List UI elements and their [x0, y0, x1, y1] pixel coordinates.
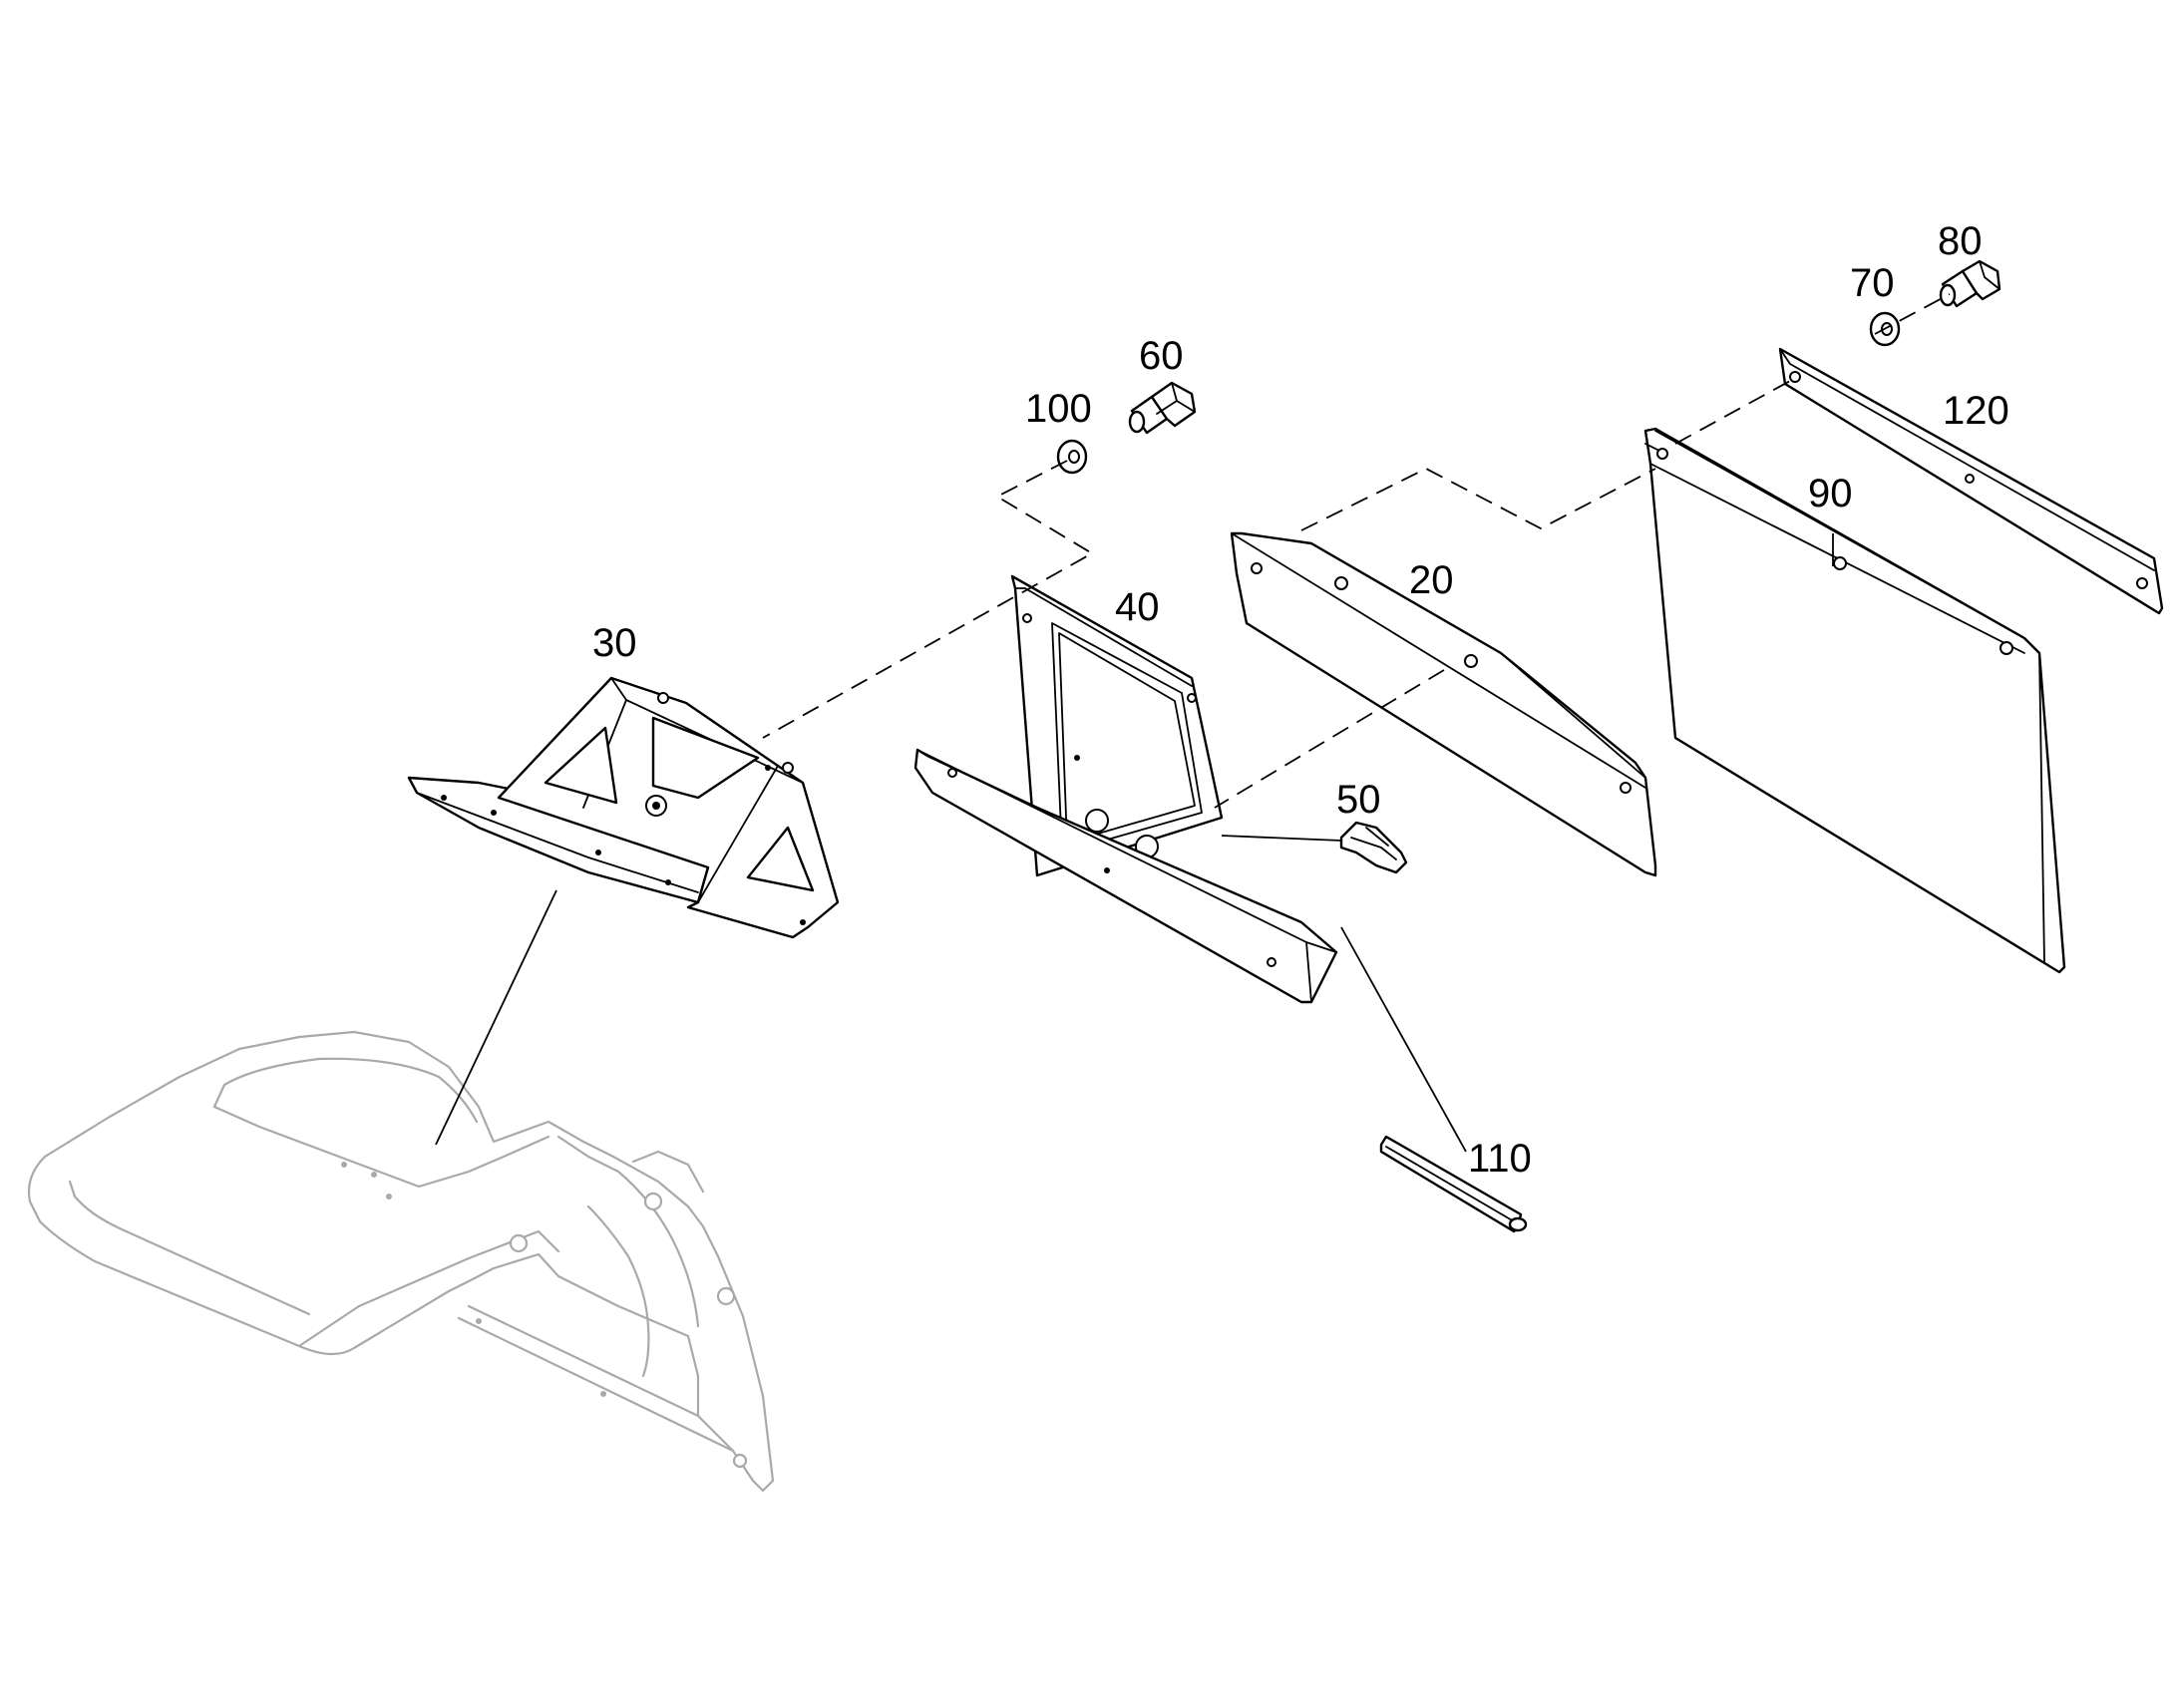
part-90-plate [1643, 427, 2066, 974]
part-40-holder [913, 574, 1338, 1004]
callout-110: 110 [1468, 1137, 1532, 1181]
part-110-rod [1379, 1135, 1528, 1233]
part-120-strip [1778, 347, 2164, 615]
callout-80: 80 [1938, 219, 1983, 263]
callout-60: 60 [1139, 334, 1184, 378]
part-100-washer [1056, 439, 1088, 475]
callout-50: 50 [1336, 778, 1381, 822]
assembly-lines [762, 293, 1951, 809]
part-50-clip [1339, 821, 1408, 874]
callout-120: 120 [1943, 389, 2009, 433]
part-30-bracket [407, 676, 840, 939]
fender-ghost [27, 1030, 775, 1493]
callout-70: 70 [1850, 261, 1895, 305]
callout-40: 40 [1115, 585, 1160, 629]
part-80-bolt [1939, 259, 2001, 308]
part-60-bolt [1128, 381, 1197, 435]
callout-100: 100 [1025, 387, 1092, 431]
callout-90: 90 [1808, 472, 1853, 515]
callout-20: 20 [1409, 558, 1454, 602]
callout-30: 30 [592, 621, 637, 665]
callouts: 20 30 40 50 60 70 80 90 100 110 120 [592, 219, 2009, 1181]
part-20-plate [1230, 531, 1657, 877]
leader-lines [435, 533, 1834, 1153]
